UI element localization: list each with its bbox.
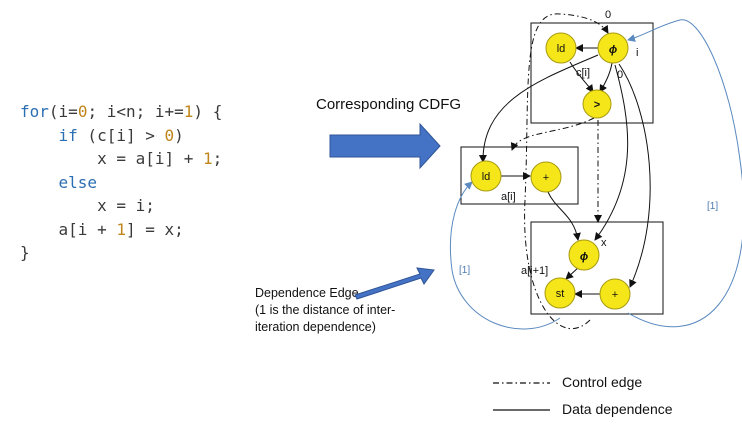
dependence-note-line-1: (1 is the distance of inter- (255, 303, 396, 317)
edge-label-dist-left: [1] (459, 265, 470, 276)
code-keyword: for (20, 102, 49, 121)
edge-label-zero-top: 0 (605, 9, 611, 21)
code-token: ; i<n; i+= (87, 102, 184, 121)
node-plus-mid: + (530, 161, 562, 193)
edge-label-i: i (636, 47, 638, 59)
carried-edge-right (627, 19, 742, 328)
svg-text:ld: ld (482, 171, 491, 183)
code-token: ] = x; (125, 219, 184, 239)
code-token: x = a[i] + (20, 149, 204, 168)
code-number: 1 (183, 102, 194, 121)
code-line: a[i + 1] = x; (20, 218, 222, 242)
edge-label-x: x (601, 237, 607, 249)
code-token: } (20, 243, 30, 262)
basic-block-top (530, 22, 654, 124)
legend-control-label: Control edge (562, 374, 643, 390)
edge-phi-phibot (594, 64, 629, 241)
edge-phi-gt (599, 62, 613, 93)
code-line: else (20, 171, 222, 195)
edge-label-ai: a[i] (501, 191, 516, 203)
svg-text:st: st (556, 288, 565, 300)
svg-text:+: + (543, 172, 549, 184)
dependence-edge-label: Dependence Edge (1 is the distance of in… (255, 285, 395, 336)
node-st: st (544, 277, 576, 309)
code-token: ) { (193, 102, 223, 121)
node-plus-bottom: + (599, 278, 631, 310)
control-edge-back (524, 13, 609, 330)
node-ld-top: ld (545, 32, 577, 64)
svg-text:>: > (594, 99, 600, 111)
code-token: x = i; (20, 196, 155, 215)
control-edge-gt-mid (510, 117, 595, 151)
edge-label-zero-gt: 0 (617, 69, 623, 81)
cdfg-arrow (329, 122, 441, 170)
source-code: for(i=0; i<n; i+=1) { if (c[i] > 0) x = … (20, 100, 222, 265)
code-token: ) (174, 125, 184, 145)
carried-edge-left (449, 181, 561, 330)
code-token: a[i + (20, 219, 117, 239)
node-phi-top: ϕ (597, 32, 629, 64)
code-number: 0 (164, 125, 175, 145)
code-number: 1 (203, 149, 213, 168)
basic-block-middle (460, 146, 579, 205)
legend-data-label: Data dependence (562, 401, 673, 417)
code-number: 1 (116, 219, 126, 239)
code-number: 0 (77, 102, 88, 121)
svg-text:ϕ: ϕ (580, 251, 588, 263)
edge-phi-ldmid (478, 54, 599, 163)
edge-phi-plusbot (618, 63, 651, 288)
code-line: if (c[i] > 0) (20, 124, 222, 148)
edge-ld-gt (569, 61, 594, 93)
dependence-note-line-2: iteration dependence) (255, 320, 376, 334)
code-token: (i= (48, 102, 78, 121)
code-line: } (20, 241, 222, 265)
svg-text:ld: ld (557, 43, 566, 55)
edge-label-ci: c[i] (576, 67, 590, 79)
code-line: for(i=0; i<n; i+=1) { (20, 100, 222, 124)
code-keyword: else (58, 172, 98, 192)
code-token: ; (212, 149, 223, 168)
edge-plus-phibot (547, 191, 581, 241)
edge-label-dist-right: [1] (707, 201, 718, 212)
code-token: (c[i] > (77, 125, 165, 145)
node-phi-bottom: ϕ (568, 239, 600, 271)
code-keyword: if (58, 125, 78, 145)
dependence-edge-arrow (354, 267, 435, 300)
cdfg-label: Corresponding CDFG (316, 96, 462, 113)
code-line: x = i; (20, 194, 222, 218)
svg-text:+: + (612, 289, 618, 301)
node-gt: > (582, 89, 612, 119)
svg-text:ϕ: ϕ (609, 44, 617, 56)
dependence-edge-title: Dependence Edge (255, 286, 359, 300)
node-ld-mid: ld (470, 160, 502, 192)
edge-label-ai1: a[i+1] (521, 265, 548, 277)
code-line: x = a[i] + 1; (20, 147, 222, 171)
